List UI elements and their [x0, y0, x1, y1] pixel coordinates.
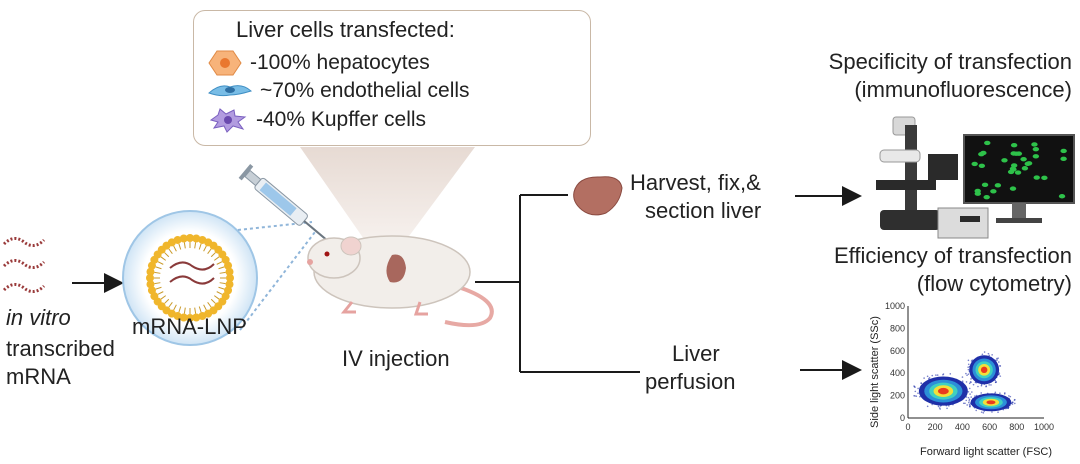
callout-beam	[300, 147, 475, 255]
microscope-icon	[876, 116, 989, 239]
transcribed-label: transcribed	[6, 336, 115, 361]
hepatocyte-label: -100% hepatocytes	[250, 51, 430, 74]
x-tick-label: 0	[905, 422, 910, 432]
callout-title: Liver cells transfected:	[236, 17, 455, 42]
x-tick-label: 1000	[1034, 422, 1054, 432]
lnp-particle-icon	[122, 210, 258, 346]
x-axis-label: Forward light scatter (FSC)	[920, 446, 1052, 458]
mouse-icon	[307, 235, 494, 328]
syringe-icon	[238, 164, 327, 240]
x-tick-label: 400	[955, 422, 970, 432]
y-tick-label: 1000	[885, 301, 905, 311]
cell-population-3	[965, 391, 1016, 414]
harvest-label-line1: Harvest, fix,&	[630, 170, 761, 195]
specificity-title: Specificity of transfection	[828, 49, 1072, 74]
endothelial-label: ~70% endothelial cells	[260, 79, 470, 102]
perfusion-label-line2: perfusion	[645, 369, 736, 394]
x-tick-label: 800	[1009, 422, 1024, 432]
injection-label: IV injection	[342, 346, 450, 371]
y-tick-label: 0	[900, 413, 905, 423]
efficiency-method: (flow cytometry)	[916, 271, 1072, 296]
cell-population-1	[913, 373, 973, 410]
y-tick-label: 200	[890, 391, 905, 401]
y-axis-label: Side light scatter (SSc)	[869, 316, 881, 428]
kupffer-cell-icon	[209, 108, 247, 133]
y-tick-label: 400	[890, 368, 905, 378]
efficiency-title: Efficiency of transfection	[833, 243, 1072, 268]
liver-icon	[573, 176, 623, 216]
x-tick-label: 200	[928, 422, 943, 432]
cell-types-callout: Liver cells transfected: -100% hepatocyt…	[193, 10, 591, 146]
monitor-icon	[963, 134, 1075, 223]
specificity-method: (immunofluorescence)	[854, 77, 1072, 102]
kupffer-label: -40% Kupffer cells	[256, 108, 427, 131]
endothelial-cell-icon	[208, 85, 252, 97]
zoom-line-bottom	[239, 231, 316, 331]
branch-connector	[475, 194, 640, 373]
harvest-label-line2: section liver	[645, 198, 762, 223]
hepatocyte-icon	[208, 50, 242, 76]
kupffer-row: -40% Kupffer cells	[208, 107, 426, 133]
flow-cytometry-plot: 0 200 400 600 800 1000 0 200 400 600 800 1000Forwar…	[869, 301, 1054, 458]
y-tick-label: 800	[890, 323, 905, 333]
mrna-label: mRNA	[6, 364, 71, 389]
mrna-strands-icon	[2, 237, 46, 293]
lnp-label: mRNA-LNP	[132, 314, 247, 339]
y-tick-label: 600	[890, 346, 905, 356]
x-tick-label: 600	[982, 422, 997, 432]
in-vitro-label: in vitro	[6, 305, 71, 330]
cell-population-2	[965, 351, 1002, 388]
hepatocyte-row: -100% hepatocytes	[208, 49, 430, 77]
endothelial-row: ~70% endothelial cells	[208, 79, 470, 103]
perfusion-label-line1: Liver	[672, 341, 720, 366]
